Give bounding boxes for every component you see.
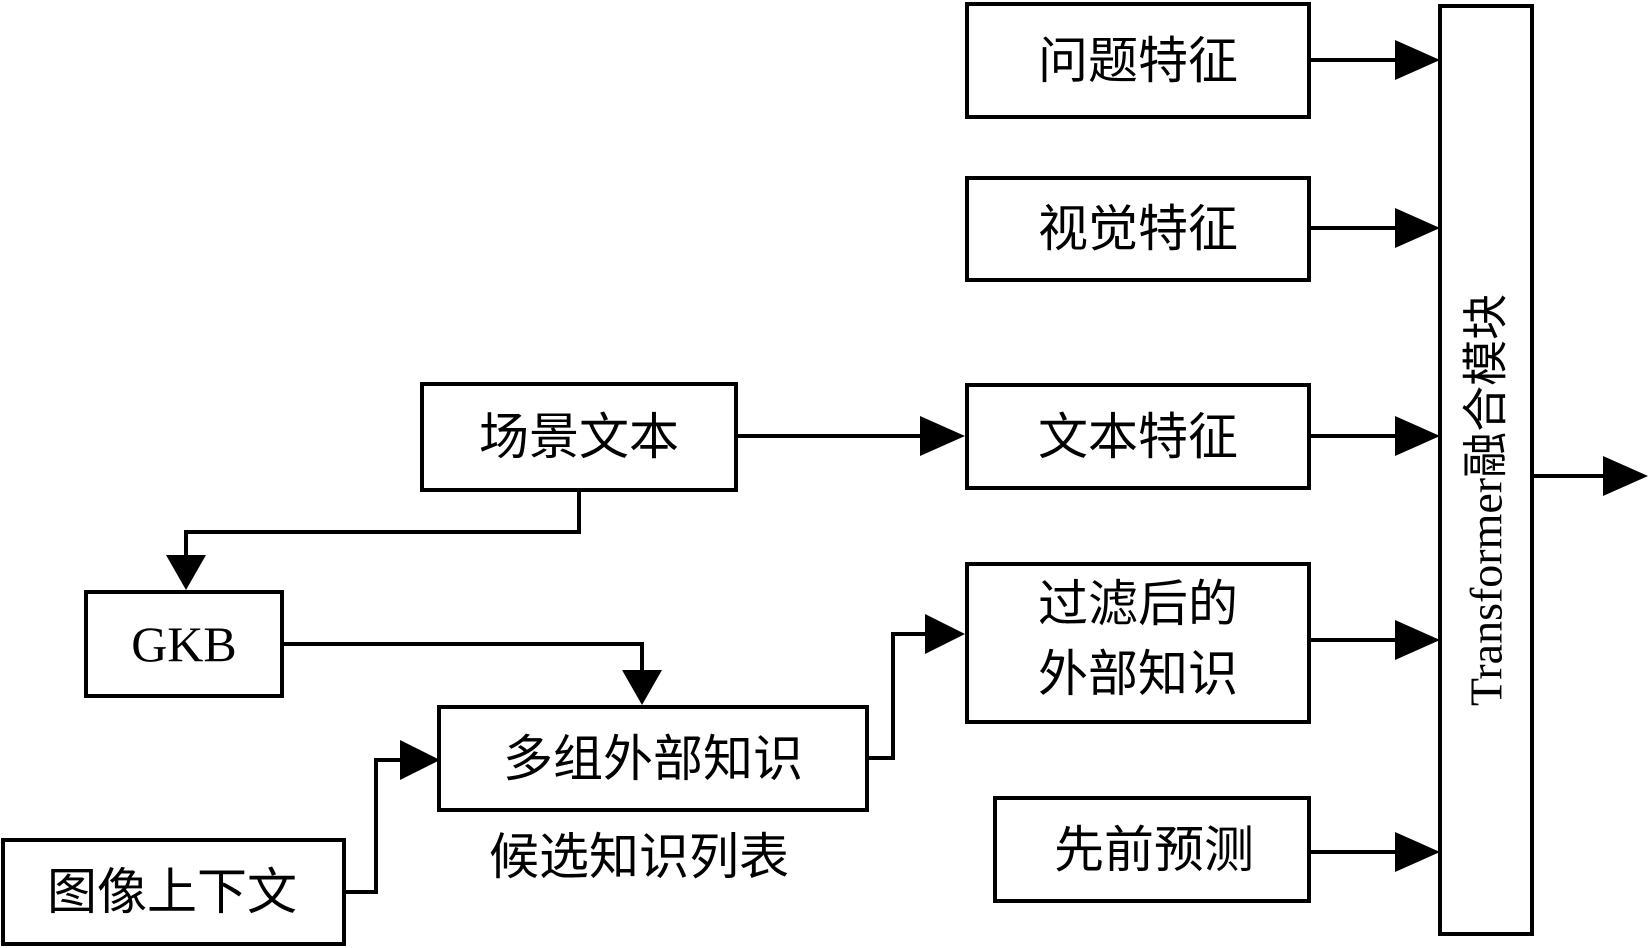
node-filtered-knowledge-line2: 外部知识 xyxy=(1038,645,1238,703)
node-image-context-label: 图像上下文 xyxy=(47,863,297,921)
node-gkb: GKB xyxy=(84,590,284,698)
edge-text-to-fusion xyxy=(1310,416,1440,456)
node-previous-prediction-label: 先前预测 xyxy=(1054,821,1254,879)
annotation-candidate-list: 候选知识列表 xyxy=(489,828,789,886)
node-text-features-label: 文本特征 xyxy=(1038,408,1238,466)
edge-scene-to-text-features xyxy=(736,416,965,456)
node-text-features: 文本特征 xyxy=(965,383,1311,490)
edge-question-to-fusion xyxy=(1310,40,1440,80)
node-multi-knowledge: 多组外部知识 xyxy=(437,705,869,812)
node-scene-text-label: 场景文本 xyxy=(479,408,679,466)
node-image-context: 图像上下文 xyxy=(1,838,346,946)
node-gkb-label: GKB xyxy=(131,616,237,672)
node-filtered-knowledge-line1: 过滤后的 xyxy=(1038,575,1238,633)
edge-prediction-to-fusion xyxy=(1310,832,1440,872)
edge-image-to-multi-knowledge xyxy=(344,740,440,894)
node-scene-text: 场景文本 xyxy=(420,382,738,492)
node-fusion-module: Transformer融合模块 xyxy=(1438,4,1534,936)
edge-scene-to-gkb xyxy=(166,490,581,590)
node-question-features-label: 问题特征 xyxy=(1038,32,1238,90)
node-multi-knowledge-label: 多组外部知识 xyxy=(503,730,803,788)
edge-visual-to-fusion xyxy=(1310,208,1440,248)
edge-gkb-to-multi-knowledge xyxy=(282,642,662,705)
edge-filtered-to-fusion xyxy=(1310,620,1440,660)
edges xyxy=(166,40,1648,894)
node-previous-prediction: 先前预测 xyxy=(993,796,1311,903)
node-fusion-module-label: Transformer融合模块 xyxy=(1461,294,1512,706)
node-filtered-knowledge: 过滤后的 外部知识 xyxy=(965,562,1311,724)
node-visual-features-label: 视觉特征 xyxy=(1038,200,1238,258)
node-visual-features: 视觉特征 xyxy=(965,176,1311,282)
node-question-features: 问题特征 xyxy=(965,2,1311,119)
edge-multi-to-filtered xyxy=(867,614,965,760)
nodes: 问题特征 视觉特征 文本特征 过滤后的 外部知识 先前预测 场景文本 xyxy=(1,2,1534,946)
edge-fusion-output xyxy=(1532,456,1648,496)
